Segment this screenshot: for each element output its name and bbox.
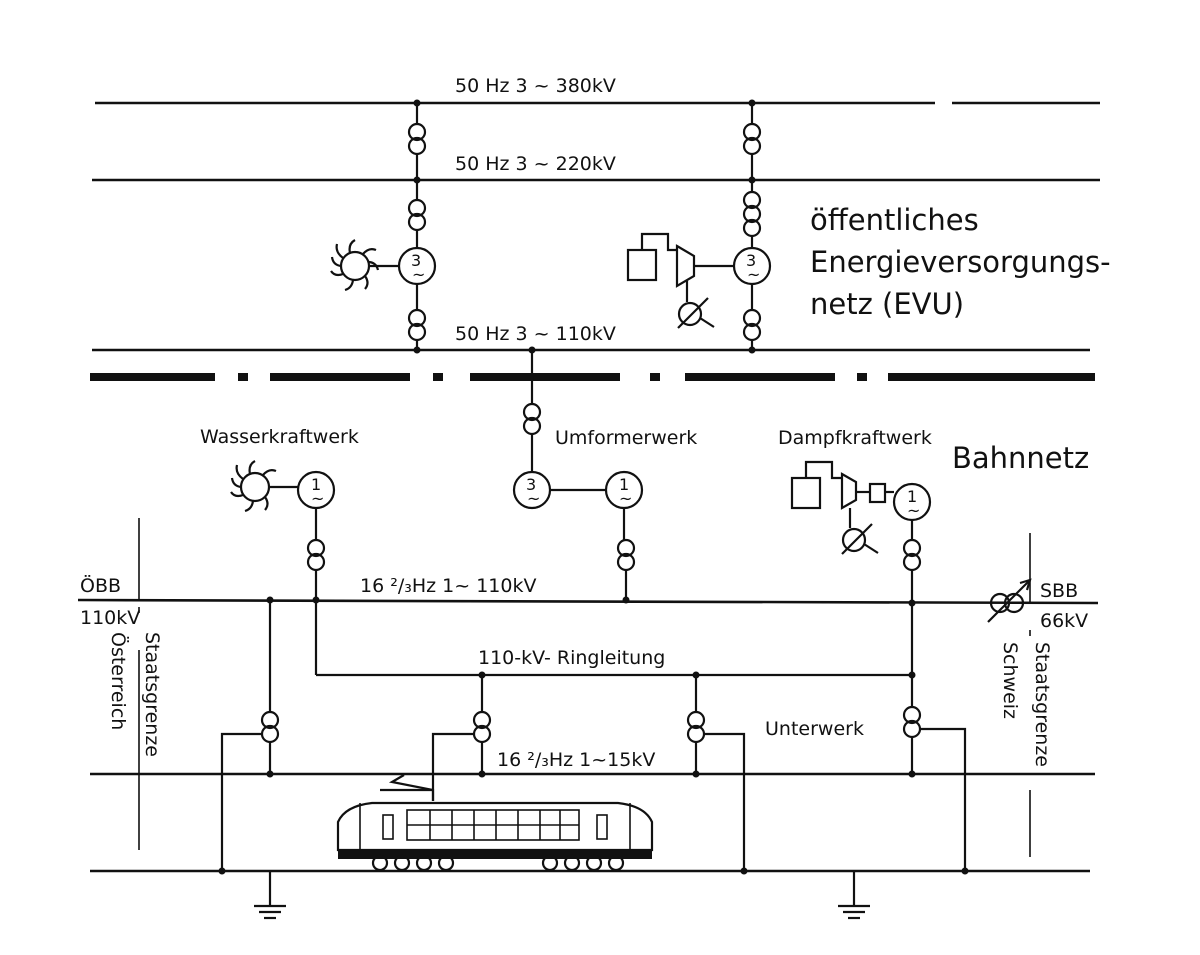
sbb-coupling-transformer [987, 578, 1032, 623]
label-oesterreich: Österreich [107, 632, 130, 730]
generator-3phase-left: 3 ~ [397, 246, 437, 286]
label-bus-110kv: 50 Hz 3 ~ 110kV [455, 323, 616, 345]
steam-turbine-icon-lower [790, 460, 894, 555]
label-dampfkraftwerk: Dampfkraftwerk [778, 427, 932, 449]
public-left-feeder [407, 99, 427, 354]
substation-1 [218, 596, 280, 875]
label-obb: ÖBB [80, 574, 121, 597]
generator-phase-label: 3 [411, 251, 421, 270]
generator-ac-symbol: ~ [619, 489, 632, 508]
label-wasserkraftwerk: Wasserkraftwerk [200, 426, 359, 448]
umformer-transformer [616, 508, 636, 604]
public-right-feeder [742, 99, 762, 354]
label-evu-line3: netz (EVU) [810, 287, 964, 321]
busbar-rail-110kv [77, 598, 1099, 605]
generator-ac-symbol: ~ [412, 265, 425, 284]
label-staatsgrenze-right: Staatsgrenze [1031, 642, 1053, 767]
generator-3phase-right: 3 ~ [732, 246, 772, 286]
label-bus-rail-110kv: 16 ²/₃Hz 1~ 110kV [360, 575, 536, 597]
steam-transformer [902, 520, 922, 607]
umformer-motor-3phase: 3 ~ [512, 470, 552, 510]
steam-turbine-icon-upper [626, 232, 734, 329]
label-bus-380kv: 50 Hz 3 ~ 380kV [455, 75, 616, 97]
label-ringleitung: 110-kV- Ringleitung [478, 647, 665, 669]
ground-icon-right [838, 871, 870, 920]
label-sbb-voltage: 66kV [1040, 610, 1088, 632]
label-evu-line1: öffentliches [810, 203, 979, 237]
generator-ac-symbol: ~ [907, 501, 920, 520]
label-staatsgrenze-left: Staatsgrenze [141, 632, 163, 757]
hydro-transformer [306, 508, 326, 604]
water-turbine-icon-lower [230, 460, 298, 513]
umformer-generator-1phase: 1 ~ [604, 470, 644, 510]
label-sbb: SBB [1040, 580, 1078, 602]
label-evu-line2: Energieversorgungs- [810, 245, 1111, 279]
hydro-generator-1phase: 1 ~ [296, 470, 336, 510]
ring-line-110kv [314, 600, 916, 707]
label-bahnnetz: Bahnnetz [952, 441, 1089, 475]
generator-phase-label: 3 [746, 251, 756, 270]
generator-ac-symbol: ~ [747, 265, 760, 284]
motor-ac-symbol: ~ [527, 489, 540, 508]
substation-4 [902, 705, 969, 875]
generator-phase-label: 1 [311, 475, 321, 494]
label-umformerwerk: Umformerwerk [555, 427, 697, 449]
label-unterwerk: Unterwerk [765, 718, 864, 740]
ground-icon-left [254, 871, 286, 920]
motor-phase-label: 3 [526, 475, 536, 494]
water-turbine-icon-upper [330, 239, 399, 292]
label-obb-voltage: 110kV [80, 607, 140, 629]
label-bus-rail-15kv: 16 ²/₃Hz 1~15kV [497, 749, 655, 771]
label-bus-220kv: 50 Hz 3 ~ 220kV [455, 153, 616, 175]
generator-phase-label: 1 [619, 475, 629, 494]
steam-generator-1phase: 1 ~ [892, 482, 932, 522]
substation-2 [431, 675, 492, 801]
generator-ac-symbol: ~ [311, 489, 324, 508]
label-schweiz: Schweiz [999, 642, 1021, 719]
locomotive-icon [336, 774, 654, 872]
generator-phase-label: 1 [907, 487, 917, 506]
umformer-feeder [522, 346, 542, 472]
